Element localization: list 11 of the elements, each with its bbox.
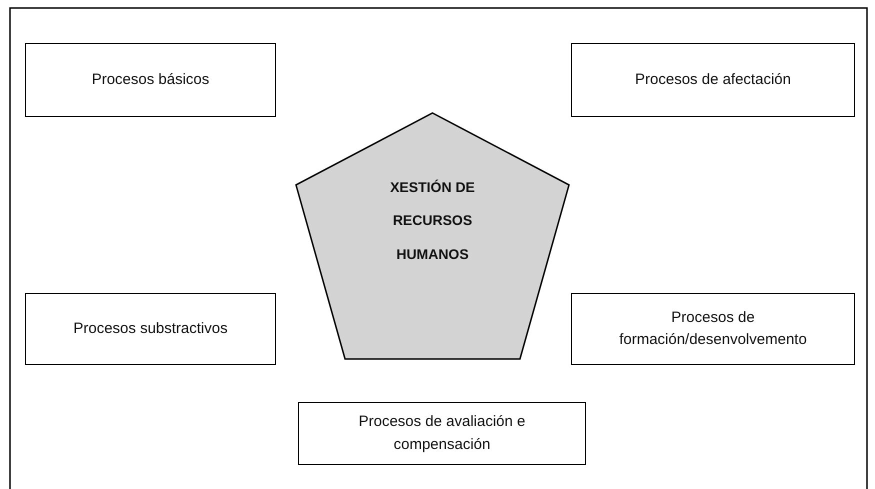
box-label: Procesos de avaliación e compensación — [358, 412, 526, 454]
center-title: XESTIÓN DE RECURSOS HUMANOS — [389, 178, 476, 264]
process-box — [571, 43, 855, 117]
process-box — [25, 43, 276, 117]
process-box — [298, 402, 586, 465]
process-box — [25, 293, 276, 365]
box-label: Procesos de afectación — [634, 70, 792, 90]
process-box — [571, 293, 855, 365]
box-label: Procesos básicos — [90, 70, 210, 90]
box-label: Procesos substractivos — [72, 318, 229, 339]
box-label: Procesos de formación/desenvolvemento — [618, 308, 808, 350]
